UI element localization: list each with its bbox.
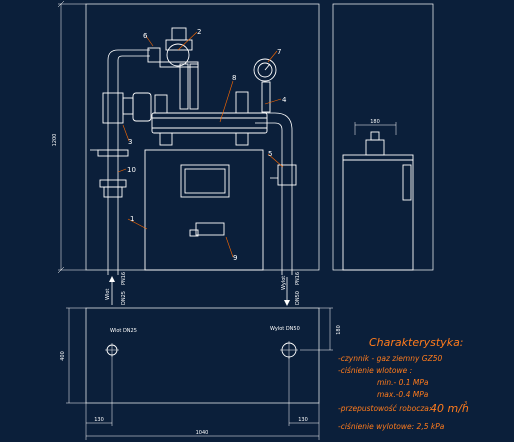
- side-meter-housing: [342, 159, 414, 271]
- dimension-height: 1200: [52, 134, 58, 147]
- pressure-regulator: [166, 43, 190, 67]
- callout-2: 2: [197, 28, 201, 36]
- cabinet-outline: [85, 3, 320, 271]
- callout-1: 1: [130, 215, 134, 223]
- spec-outlet-pressure: -ciśnienie wylotowe: 2,5 kPa: [338, 422, 445, 431]
- dimension-side-width: 180: [370, 119, 380, 125]
- callout-8: 8: [232, 74, 236, 82]
- spec-inlet-pressure: -ciśnienie wlotowe :: [338, 366, 412, 375]
- gas-meter-housing: [144, 149, 264, 271]
- callout-5: 5: [268, 150, 272, 158]
- manifold: [151, 112, 268, 134]
- spec-inlet-min: min.- 0.1 MPa: [377, 378, 429, 387]
- characteristics-title: Charakterystyka:: [369, 336, 464, 349]
- outlet-label: Wylot: [281, 276, 287, 290]
- meter-display-window: [180, 164, 230, 198]
- plan-outline: [85, 307, 320, 404]
- outlet-ball-valve: [277, 164, 297, 186]
- dimension-plan-depth: 180: [336, 325, 342, 335]
- inlet-flange: [99, 179, 127, 188]
- side-elevation: 180: [332, 3, 434, 271]
- safety-valve: [147, 47, 161, 63]
- plan-outlet-label: Wylot DN50: [270, 326, 300, 332]
- dimension-offset-right: 130: [298, 417, 308, 423]
- spec-capacity-label: -przepustowość robocza:: [338, 404, 431, 413]
- spec-capacity-value: 40 m/h: [430, 402, 469, 415]
- plan-view: 400 180 Wlot DN25 Wylot DN50 130 130 104…: [60, 307, 342, 440]
- manometer: [253, 58, 277, 82]
- callout-7: 7: [277, 48, 281, 56]
- inlet-label: Wlot: [105, 289, 111, 300]
- dimension-plan-height: 400: [60, 351, 66, 361]
- callout-10: 10: [127, 166, 136, 174]
- dimension-plan-width: 1040: [196, 430, 209, 436]
- spec-capacity-sup: 3: [464, 401, 467, 407]
- spec-medium: -czynnik - gaz ziemny GZ50: [338, 354, 443, 363]
- callout-3: 3: [128, 138, 132, 146]
- characteristics-block: Charakterystyka: -czynnik - gaz ziemny G…: [338, 336, 469, 431]
- inlet-ball-valve: [97, 149, 129, 157]
- spec-inlet-max: max.-0.4 MPa: [377, 390, 429, 399]
- side-outline: [332, 3, 434, 271]
- front-elevation: 1200: [52, 0, 320, 306]
- outlet-dn-label: DN50: [295, 291, 301, 305]
- inlet-pn-label: PN16: [121, 272, 127, 285]
- inlet-dn-label: DN25: [121, 291, 127, 305]
- dimension-offset-left: 130: [94, 417, 104, 423]
- outlet-pn-label: PN16: [295, 272, 301, 285]
- callout-4: 4: [282, 96, 287, 104]
- gas-filter: [102, 92, 124, 124]
- callout-9: 9: [233, 254, 237, 262]
- plan-inlet-label: Wlot DN25: [110, 328, 137, 334]
- callout-6: 6: [143, 32, 148, 40]
- meter-counter: [195, 222, 225, 236]
